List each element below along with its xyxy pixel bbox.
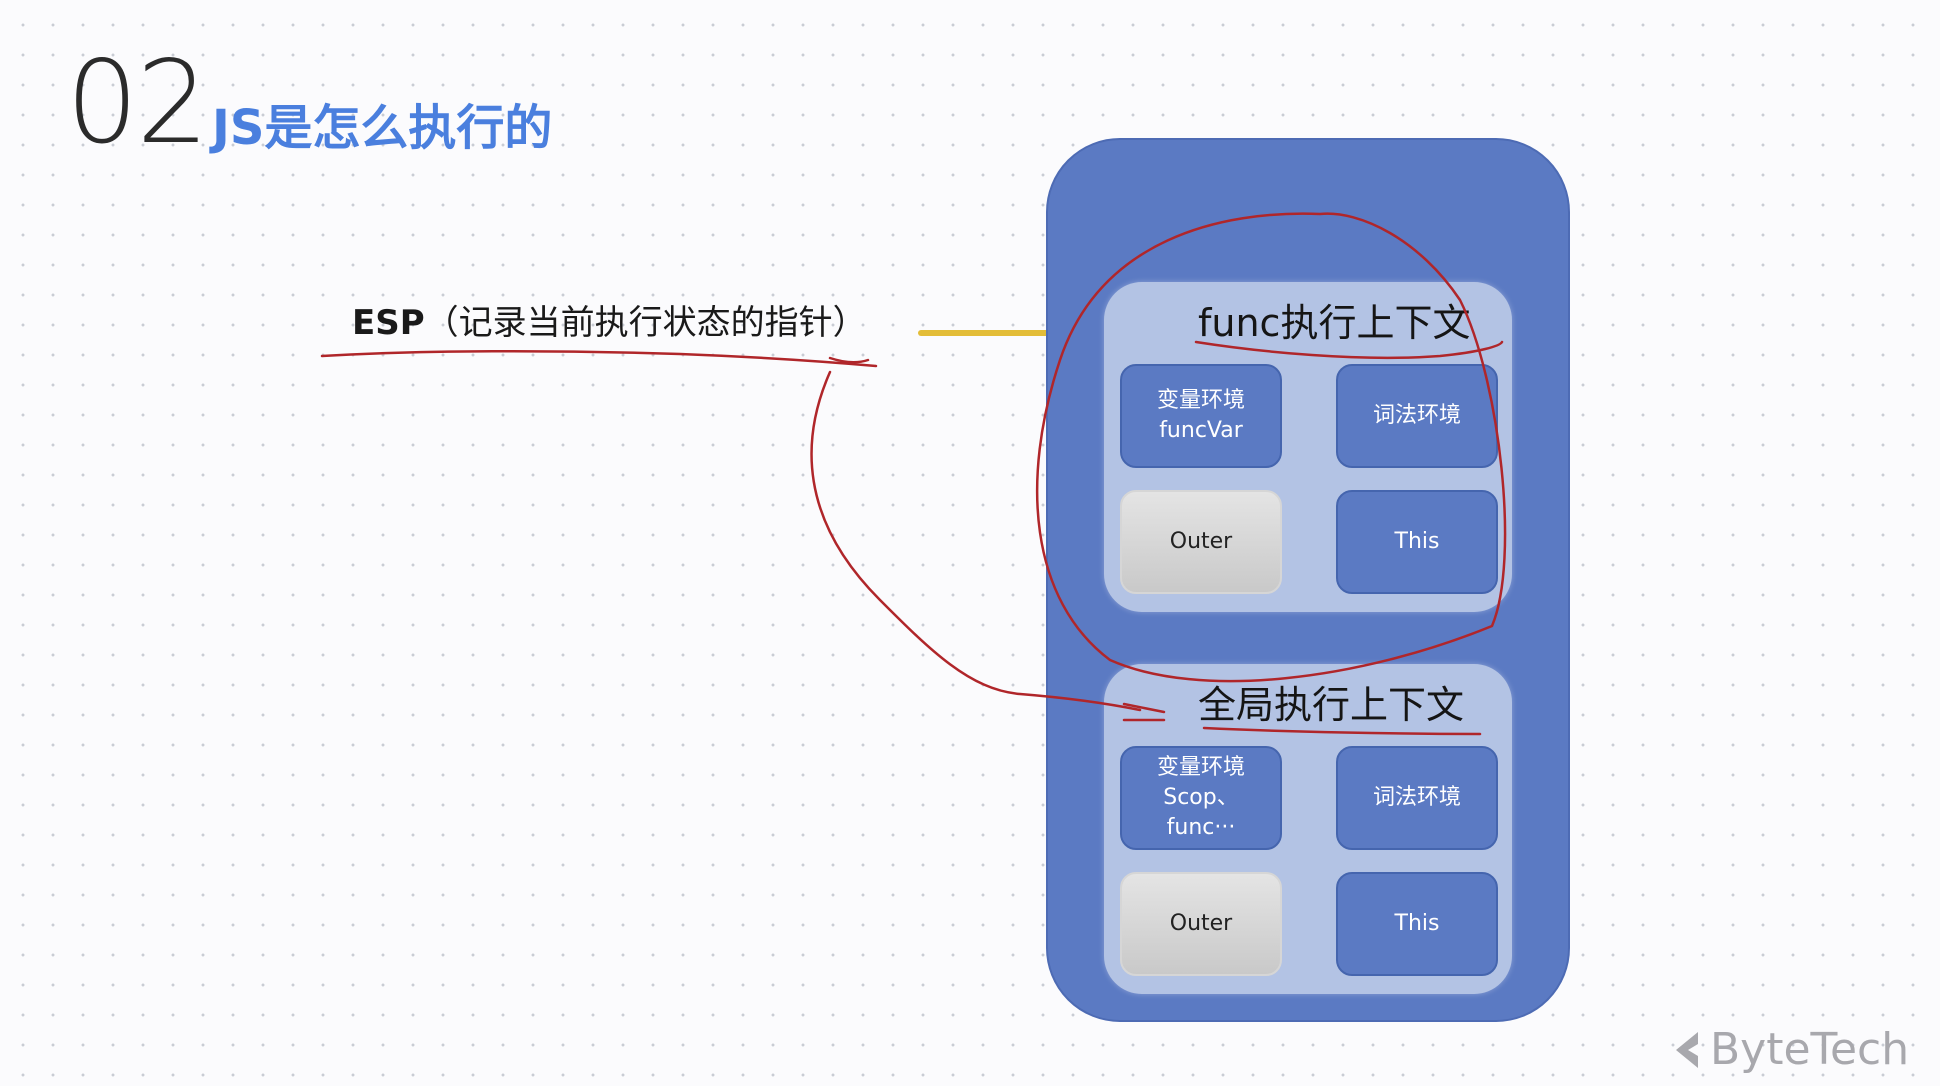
esp-hook-annotation xyxy=(828,356,870,364)
global-variable-environment-value-2: func··· xyxy=(1166,814,1236,840)
func-lexical-environment: 词法环境 xyxy=(1336,364,1498,468)
esp-underline-annotation xyxy=(320,349,878,368)
func-outer: Outer xyxy=(1120,490,1282,594)
func-execution-context: func执行上下文 变量环境 funcVar 词法环境 Outer This xyxy=(1104,282,1512,612)
slide-number: 02 xyxy=(66,36,209,169)
global-this: This xyxy=(1336,872,1498,976)
slide-title: JS是怎么执行的 xyxy=(212,100,553,156)
global-variable-environment-value-1: Scop、 xyxy=(1163,785,1239,811)
esp-description: （记录当前执行状态的指针） xyxy=(424,303,867,343)
global-variable-environment-label: 变量环境 xyxy=(1156,755,1245,781)
global-outer-label: Outer xyxy=(1169,911,1233,937)
global-this-label: This xyxy=(1394,911,1440,937)
global-execution-context: 全局执行上下文 变量环境 Scop、 func··· 词法环境 Outer Th… xyxy=(1104,664,1512,994)
global-lexical-environment-label: 词法环境 xyxy=(1372,785,1461,811)
global-outer: Outer xyxy=(1120,872,1282,976)
func-variable-environment-label: 变量环境 xyxy=(1156,388,1245,414)
esp-pointer-arrow xyxy=(918,330,1088,336)
func-this: This xyxy=(1336,490,1498,594)
esp-name: ESP xyxy=(352,303,425,343)
func-context-title: func执行上下文 xyxy=(1198,301,1471,345)
global-variable-environment: 变量环境 Scop、 func··· xyxy=(1120,746,1282,850)
bytetech-logo-text: ByteTech xyxy=(1710,1024,1910,1075)
func-lexical-environment-label: 词法环境 xyxy=(1372,403,1461,429)
bytetech-logo: ByteTech xyxy=(1672,1028,1909,1072)
bytetech-logo-icon xyxy=(1676,1032,1698,1068)
esp-label: ESP（记录当前执行状态的指针） xyxy=(352,306,867,340)
func-outer-label: Outer xyxy=(1169,529,1233,555)
func-this-label: This xyxy=(1394,529,1440,555)
func-variable-environment-value: funcVar xyxy=(1159,418,1243,443)
global-context-title: 全局执行上下文 xyxy=(1198,683,1465,727)
global-lexical-environment: 词法环境 xyxy=(1336,746,1498,850)
func-variable-environment: 变量环境 funcVar xyxy=(1120,364,1282,468)
